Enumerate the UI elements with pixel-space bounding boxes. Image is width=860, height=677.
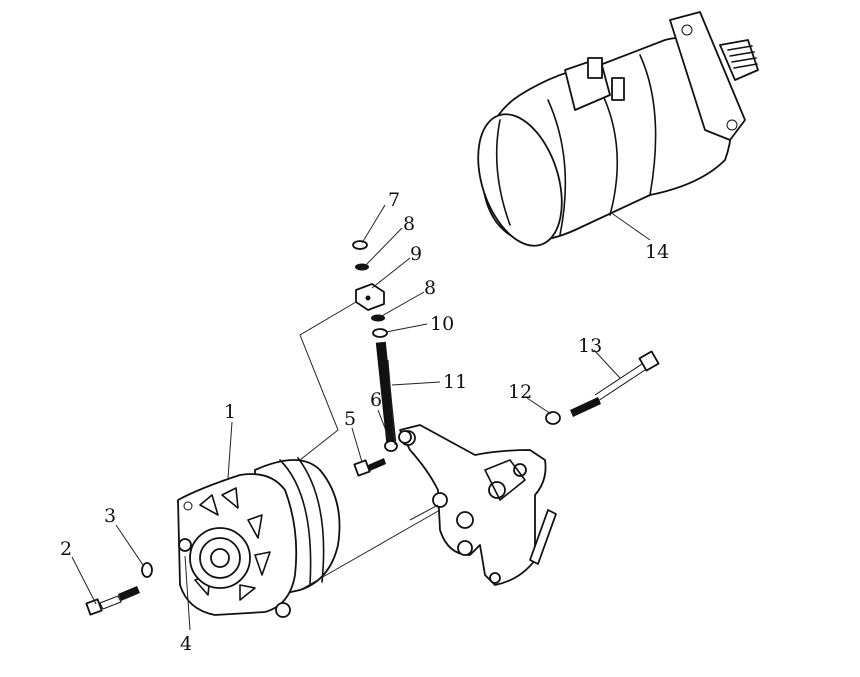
callout-14: 14 [645,241,669,263]
bolt-13 [570,350,660,417]
callout-8b: 8 [424,277,436,299]
callout-10: 10 [430,313,454,335]
callout-1: 1 [224,401,236,423]
callout-13: 13 [578,335,602,357]
callout-7: 7 [388,189,400,211]
starter-motor [477,11,759,247]
callout-2: 2 [60,538,72,560]
mounting-bracket [399,424,557,586]
callout-4: 4 [180,633,192,655]
washer-6 [384,440,398,452]
washer-3 [141,562,153,578]
callout-8a: 8 [403,213,415,235]
callout-3: 3 [104,505,116,527]
washer-12 [545,411,561,425]
callouts: 1 2 3 4 5 6 7 8 8 9 10 11 12 13 14 [60,189,669,655]
threaded-stud [375,341,412,444]
bolt-2 [85,586,140,616]
callout-11: 11 [443,371,467,393]
leader-lines [71,204,651,631]
hardware-stack [352,240,388,338]
bolt-5 [353,458,386,477]
assembly-lines [299,301,441,591]
alternator [177,457,341,618]
callout-9: 9 [410,243,422,265]
callout-6: 6 [370,389,382,411]
callout-12: 12 [508,381,532,403]
callout-5: 5 [344,408,356,430]
